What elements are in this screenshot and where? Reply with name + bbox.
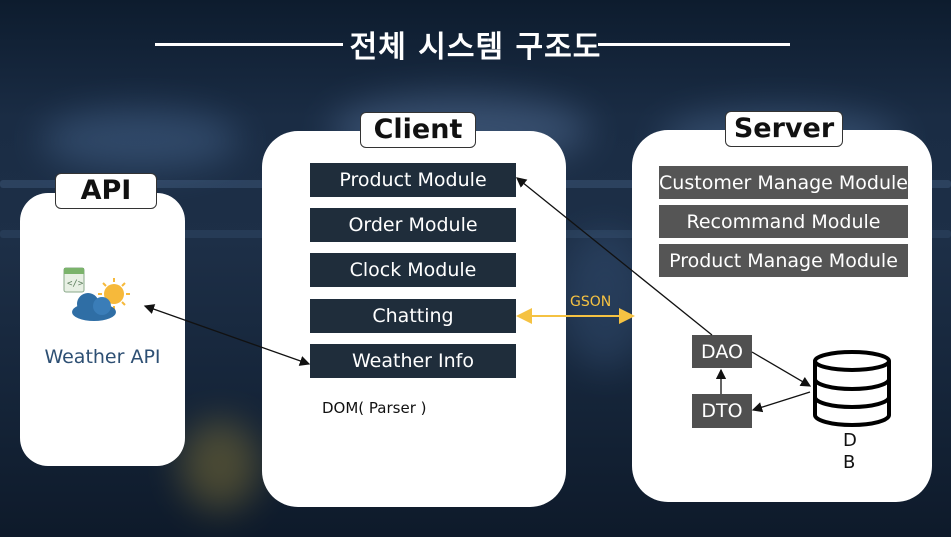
order-module: Order Module	[310, 208, 516, 242]
weather-icon: </>	[58, 266, 136, 324]
dao-box: DAO	[692, 335, 752, 368]
dto-box: DTO	[692, 394, 752, 428]
title-rule-left	[155, 43, 343, 46]
svg-text:</>: </>	[67, 279, 84, 289]
parser-label: DOM( Parser )	[322, 399, 427, 417]
clock-module: Clock Module	[310, 253, 516, 287]
product-module: Product Module	[310, 163, 516, 197]
weather-info-module: Weather Info	[310, 344, 516, 378]
database-icon	[812, 350, 892, 428]
dao-db-arrow	[751, 351, 812, 387]
weather-api-label: Weather API	[44, 346, 161, 368]
recommand-module: Recommand Module	[659, 205, 908, 238]
page-title: 전체 시스템 구조도	[349, 30, 602, 65]
product-manage-module: Product Manage Module	[659, 244, 908, 277]
title-rule-right	[598, 43, 790, 46]
client-tag: Client	[360, 112, 476, 148]
dao-product-arrow	[515, 177, 713, 336]
customer-manage-module: Customer Manage Module	[659, 166, 908, 199]
api-tag: API	[55, 173, 157, 209]
api-weather-info-arrow	[143, 304, 311, 366]
db-label-line2: B	[843, 452, 856, 473]
db-label-line1: D	[843, 430, 857, 451]
gson-label: GSON	[570, 294, 612, 310]
title-bar: 전체 시스템 구조도	[0, 0, 951, 82]
server-tag: Server	[725, 111, 843, 147]
chatting-module: Chatting	[310, 299, 516, 333]
db-dto-arrow	[751, 391, 811, 413]
